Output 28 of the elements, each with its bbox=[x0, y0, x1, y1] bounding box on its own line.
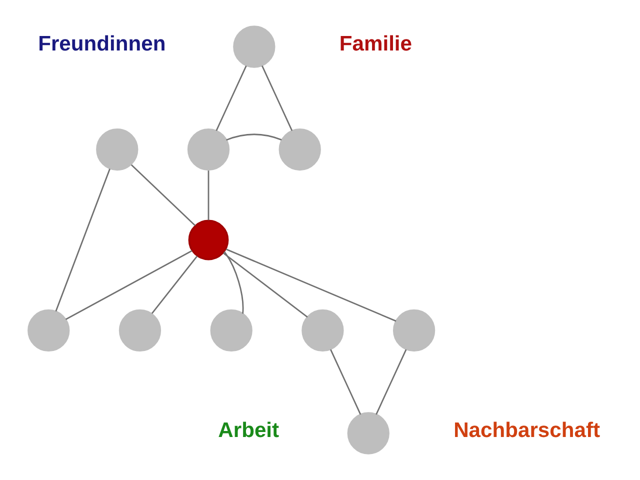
label: Nachbarschaft bbox=[453, 418, 600, 442]
node-circle bbox=[96, 128, 138, 171]
node-circle bbox=[232, 26, 275, 68]
connector bbox=[150, 256, 198, 314]
node-circle bbox=[118, 309, 161, 352]
connector bbox=[64, 250, 192, 320]
connector bbox=[54, 168, 110, 312]
connector bbox=[226, 134, 282, 141]
connector bbox=[261, 66, 292, 131]
node-circle bbox=[27, 309, 70, 352]
node-circle bbox=[392, 309, 435, 352]
label: Arbeit bbox=[218, 418, 279, 442]
node-circle bbox=[186, 128, 230, 171]
connector bbox=[222, 252, 308, 318]
connector bbox=[130, 164, 196, 226]
connector bbox=[207, 170, 209, 220]
label: Freundinnen bbox=[38, 32, 166, 56]
node-circle bbox=[188, 220, 228, 260]
connector bbox=[330, 349, 361, 415]
label: Familie bbox=[338, 32, 412, 56]
node-circle bbox=[301, 309, 344, 352]
connector bbox=[375, 349, 406, 415]
node-circle bbox=[210, 309, 252, 352]
connector bbox=[215, 66, 246, 131]
node-circle bbox=[278, 128, 320, 171]
connector bbox=[225, 248, 396, 322]
connector bbox=[223, 251, 244, 314]
node-circle bbox=[346, 412, 389, 454]
